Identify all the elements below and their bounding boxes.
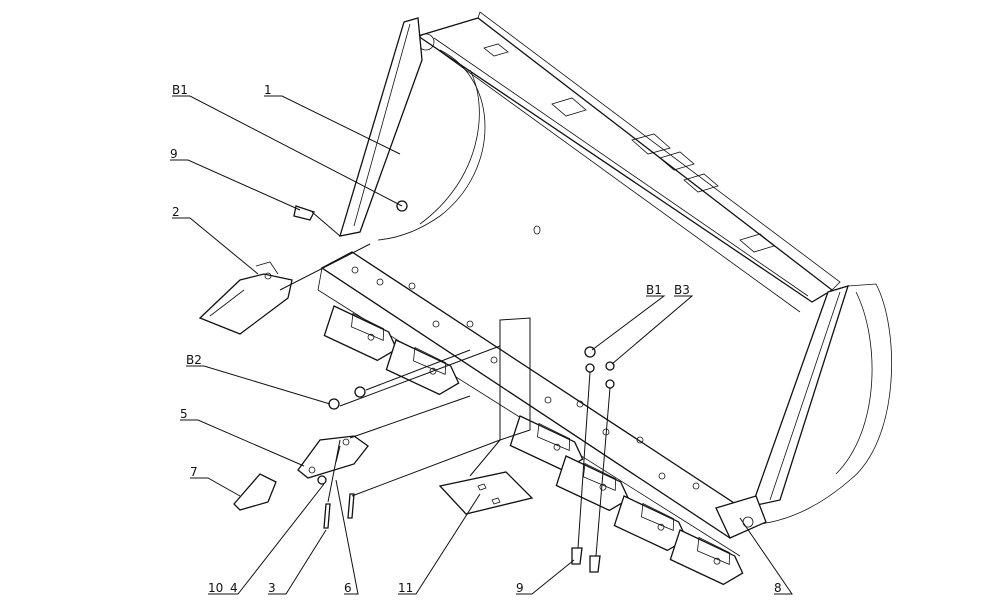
callout-b2: B2: [186, 353, 202, 367]
callout-3: 3: [268, 581, 276, 595]
callout-4: 4: [230, 581, 238, 595]
callout-9-top: 9: [170, 147, 178, 161]
callout-5: 5: [180, 407, 188, 421]
callout-b1-top: B1: [172, 83, 188, 97]
callout-11: 11: [398, 581, 413, 595]
callout-8: 8: [774, 581, 782, 595]
callout-6: 6: [344, 581, 352, 595]
bucket-body: [317, 11, 892, 557]
bolt-part-9-bottom: [571, 547, 583, 565]
pin-part-3: [323, 503, 331, 529]
callout-b3: B3: [674, 283, 690, 297]
callout-1: 1: [264, 83, 272, 97]
tooth-tip-part-7: [233, 473, 277, 511]
tooth-part-2: [198, 273, 293, 335]
adapter-part-5: [297, 435, 369, 479]
leader-lines: [170, 95, 793, 595]
callout-2: 2: [172, 205, 180, 219]
wear-plate-part-11: [438, 471, 534, 515]
installed-teeth: [323, 266, 767, 586]
callout-labels: B1 1 9 2 B2 5 7 10 4 3 6 11 9 8 B1 B3: [170, 83, 782, 595]
nut-b2: [328, 398, 340, 410]
callout-9-bottom: 9: [516, 581, 524, 595]
assembly-lines: [279, 211, 611, 557]
bolt-part-9-top: [293, 205, 315, 221]
callout-b1-right: B1: [646, 283, 662, 297]
loose-parts: [198, 200, 615, 573]
pin-part-6: [347, 493, 355, 519]
callout-10: 10: [208, 581, 223, 595]
callout-7: 7: [190, 465, 198, 479]
corner-adapter: [715, 495, 767, 539]
